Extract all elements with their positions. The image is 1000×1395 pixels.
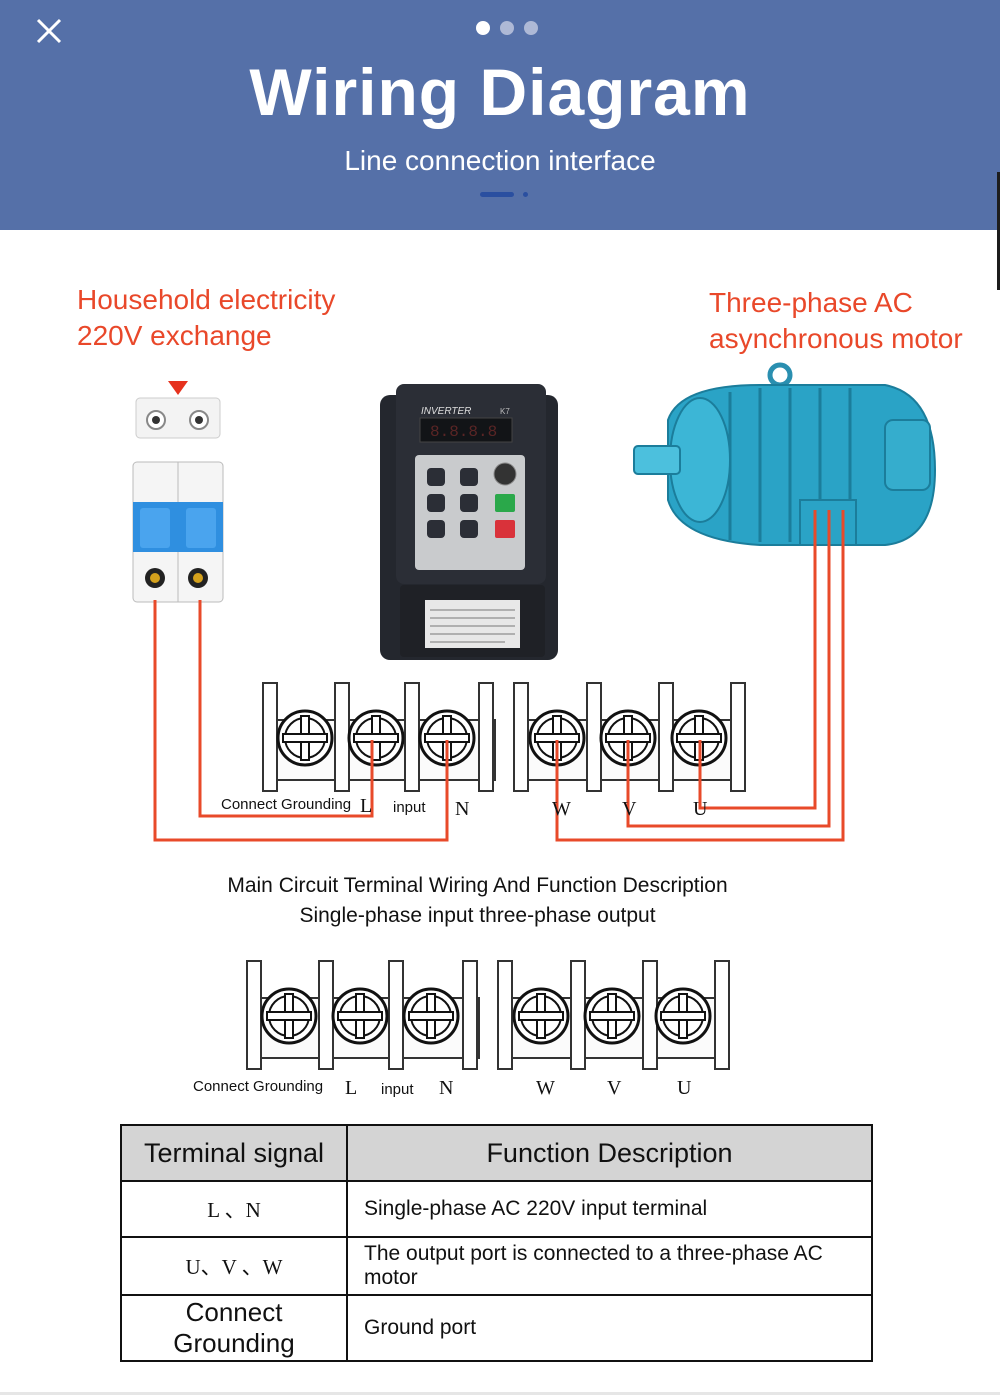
table-cell-signal: Connect Grounding bbox=[120, 1294, 348, 1362]
wires bbox=[153, 510, 845, 842]
terminal-top-l-label: L bbox=[360, 795, 372, 817]
three-phase-motor bbox=[633, 362, 937, 546]
terminal-top-w-label: W bbox=[552, 798, 571, 820]
carousel-dot-2[interactable] bbox=[500, 21, 514, 35]
household-label-line2: 220V exchange bbox=[77, 320, 272, 351]
scrollbar-thumb[interactable] bbox=[997, 172, 1000, 290]
table-cell-description: Ground port bbox=[346, 1294, 873, 1362]
terminal-block-bottom bbox=[246, 960, 730, 1070]
inverter-display: 8.8.8.8 bbox=[430, 423, 497, 441]
terminal-top-n-label: N bbox=[455, 798, 469, 820]
terminal-top-v-label: V bbox=[622, 798, 637, 820]
title-underline-dot bbox=[523, 192, 528, 197]
wire-v bbox=[626, 510, 831, 828]
terminal-bottom-ground-label: Connect Grounding bbox=[193, 1078, 323, 1095]
terminal-bottom-input-label: input bbox=[381, 1081, 414, 1098]
table-cell-signal: L 、N bbox=[120, 1180, 348, 1238]
function-table: Terminal signal Function Description L 、… bbox=[120, 1124, 873, 1362]
close-icon bbox=[36, 18, 62, 44]
terminal-top-input-label: input bbox=[393, 799, 426, 816]
motor-label-line2: asynchronous motor bbox=[709, 323, 963, 354]
page-title: Wiring Diagram bbox=[249, 55, 751, 129]
terminal-bottom-n-label: N bbox=[439, 1077, 453, 1099]
wiring-diagram: INVERTER K7 8.8.8.8 bbox=[132, 362, 937, 1099]
carousel-dot-1[interactable] bbox=[476, 21, 490, 35]
wire-w bbox=[555, 510, 845, 842]
terminal-bottom-l-label: L bbox=[345, 1077, 357, 1099]
inverter-device: INVERTER K7 8.8.8.8 bbox=[380, 384, 558, 660]
wire-n bbox=[153, 600, 449, 842]
terminal-top-ground-label: Connect Grounding bbox=[221, 796, 351, 813]
caption-line1: Main Circuit Terminal Wiring And Functio… bbox=[227, 874, 728, 897]
caption-line2: Single-phase input three-phase output bbox=[299, 904, 656, 927]
carousel-dot-3[interactable] bbox=[524, 21, 538, 35]
table-header-signal: Terminal signal bbox=[120, 1124, 348, 1182]
table-row: U、V 、W The output port is connected to a… bbox=[120, 1236, 873, 1296]
carousel-dots bbox=[476, 21, 538, 35]
circuit-breaker bbox=[132, 381, 224, 603]
terminal-bottom-v-label: V bbox=[607, 1077, 622, 1099]
household-label: Household electricity 220V exchange bbox=[77, 282, 335, 354]
inverter-brand: INVERTER bbox=[421, 406, 471, 417]
close-button[interactable] bbox=[30, 12, 70, 52]
title-underline bbox=[480, 192, 514, 197]
page-subtitle: Line connection interface bbox=[344, 145, 656, 176]
terminal-bottom-w-label: W bbox=[536, 1077, 555, 1099]
terminal-block-top bbox=[262, 682, 746, 792]
table-cell-description: Single-phase AC 220V input terminal bbox=[346, 1180, 873, 1238]
table-row: Connect Grounding Ground port bbox=[120, 1294, 873, 1362]
motor-label-line1: Three-phase AC bbox=[709, 287, 913, 318]
wire-l bbox=[198, 600, 374, 818]
table-header-row: Terminal signal Function Description bbox=[120, 1124, 873, 1182]
table-row: L 、N Single-phase AC 220V input terminal bbox=[120, 1180, 873, 1238]
bottom-divider bbox=[0, 1392, 1000, 1395]
terminal-top-u-label: U bbox=[693, 798, 708, 820]
wire-u bbox=[698, 510, 817, 810]
motor-label: Three-phase AC asynchronous motor bbox=[709, 285, 963, 357]
inverter-model: K7 bbox=[500, 407, 510, 416]
table-cell-description: The output port is connected to a three-… bbox=[346, 1236, 873, 1296]
table-header-description: Function Description bbox=[346, 1124, 873, 1182]
terminal-bottom-u-label: U bbox=[677, 1077, 692, 1099]
header-banner: Wiring Diagram Line connection interface bbox=[0, 0, 1000, 230]
table-cell-signal: U、V 、W bbox=[120, 1236, 348, 1296]
household-label-line1: Household electricity bbox=[77, 284, 336, 315]
